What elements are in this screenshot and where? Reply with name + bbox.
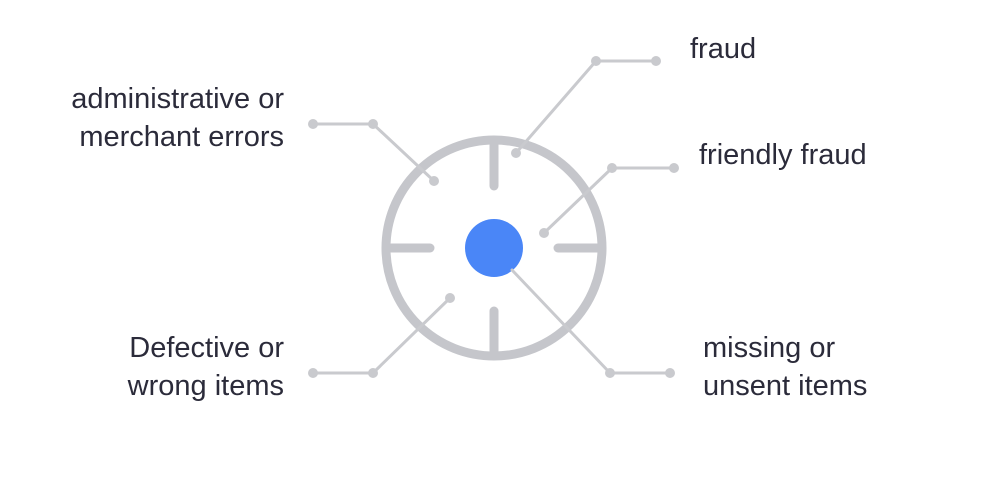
label-defective-line1: Defective or — [129, 332, 284, 364]
label-missing-line1: missing or — [703, 332, 836, 364]
node-dot — [591, 56, 601, 66]
label-admin-line2: merchant errors — [79, 121, 284, 153]
label-friendly-fraud-text: friendly fraud — [699, 139, 867, 171]
node-dot — [607, 163, 617, 173]
label-fraud: fraud — [690, 30, 756, 68]
node-dot — [429, 176, 439, 186]
label-fraud-text: fraud — [690, 33, 757, 65]
label-friendly-fraud: friendly fraud — [699, 136, 867, 174]
connector-fraud — [514, 59, 658, 155]
node-dot — [539, 228, 549, 238]
label-administrative-errors: administrative or merchant errors — [71, 80, 284, 156]
node-dot — [511, 148, 521, 158]
node-dot — [308, 368, 318, 378]
label-defective-items: Defective or wrong items — [128, 329, 284, 405]
node-dot — [368, 119, 378, 129]
connector-friendly-fraud — [542, 166, 676, 235]
node-dot — [669, 163, 679, 173]
node-dot — [665, 368, 675, 378]
center-dot — [465, 219, 523, 277]
crosshair-target-icon — [381, 135, 607, 361]
node-dot — [368, 368, 378, 378]
label-missing-items: missing or unsent items — [703, 329, 867, 405]
label-admin-line1: administrative or — [71, 83, 284, 115]
node-dot — [651, 56, 661, 66]
node-dot — [605, 368, 615, 378]
label-defective-line2: wrong items — [127, 370, 284, 402]
label-missing-line2: unsent items — [703, 370, 868, 402]
node-dot — [308, 119, 318, 129]
node-dot — [445, 293, 455, 303]
